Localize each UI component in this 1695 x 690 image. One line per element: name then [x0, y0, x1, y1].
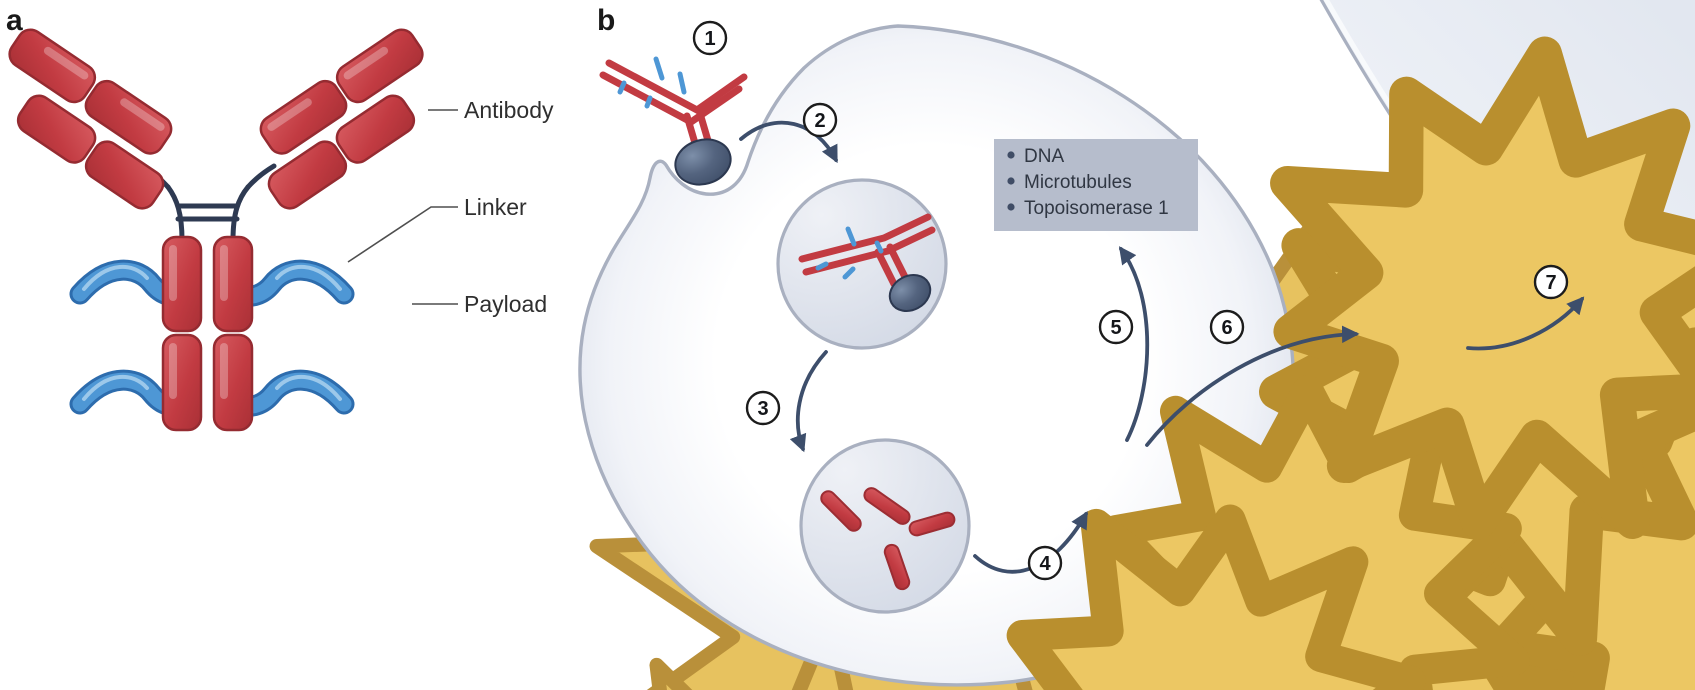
antibody-domain	[84, 140, 165, 210]
linker-segment	[617, 56, 687, 109]
arrow-step-3	[789, 350, 828, 453]
step-number: 7	[1545, 272, 1556, 294]
target-item-dna: DNA	[1024, 146, 1064, 167]
endosome-membrane	[776, 178, 948, 350]
antibody-domain	[84, 79, 173, 155]
antibody-arm-right	[259, 28, 424, 210]
step-marker-2: 2	[802, 102, 838, 138]
surface-adc	[599, 23, 1695, 690]
panel-a-label: a	[6, 4, 23, 37]
endosome-adc	[798, 147, 1695, 690]
step-number: 1	[704, 28, 715, 50]
target-item-topoisomerase: Topoisomerase 1	[1024, 198, 1169, 219]
step-marker-5: 5	[1098, 309, 1134, 345]
linker-label: Linker	[464, 194, 527, 220]
antibody-domain	[267, 140, 348, 210]
antibody-fragments	[820, 487, 956, 591]
linker-segment	[815, 226, 884, 280]
antibody-domain	[335, 94, 416, 164]
leader-line	[347, 206, 458, 263]
antibody-fragment	[883, 543, 911, 591]
step-number: 4	[1039, 553, 1051, 575]
antibody-domain	[16, 94, 97, 164]
antibody-domain	[8, 28, 97, 104]
step-number: 3	[757, 398, 768, 420]
lysosome-membrane	[799, 438, 971, 614]
annotation-linker: Linker	[347, 194, 527, 263]
targets-box-background	[994, 139, 1198, 231]
antibody-domain	[161, 235, 203, 333]
antibody-fragment	[863, 487, 911, 525]
linker-ribbons	[69, 259, 355, 417]
arrow-step-6	[1145, 325, 1360, 447]
step-marker-3: 3	[745, 390, 781, 426]
bullet-dot-icon	[1007, 151, 1015, 159]
lysosome	[799, 288, 1695, 690]
antibody-domain	[212, 235, 254, 333]
arrow-step-7	[1466, 296, 1585, 351]
step-number: 2	[814, 110, 825, 132]
panel-a: a	[6, 4, 1638, 690]
arrow-step-5	[1118, 246, 1150, 442]
panel-b-label: b	[597, 4, 615, 37]
bullet-dot-icon	[1007, 203, 1015, 211]
step-marker-1: 1	[692, 20, 728, 56]
arrow-step-2	[739, 120, 838, 164]
receptor-icon	[888, 274, 932, 312]
antibody-stem	[161, 235, 254, 432]
target-item-microtubules: Microtubules	[1024, 172, 1132, 193]
panel-b: b	[578, 0, 1695, 690]
step-marker-7: 7	[1533, 264, 1569, 300]
step-marker-4: 4	[1027, 545, 1063, 581]
step-markers: 1 2 3 4 5 6 7	[692, 20, 1569, 581]
step-number: 6	[1221, 317, 1232, 339]
antibody-arm-left	[8, 28, 173, 210]
antibody-label: Antibody	[464, 97, 554, 123]
annotation-payload: Payload	[412, 291, 547, 317]
antibody-domain	[335, 28, 424, 104]
bullet-dot-icon	[1007, 177, 1015, 185]
antibody-domain	[161, 333, 203, 432]
annotation-antibody: Antibody	[428, 97, 554, 123]
antibody-fragment	[908, 511, 956, 537]
antibody-domain	[212, 333, 254, 432]
receptor-icon	[674, 138, 732, 186]
step-marker-6: 6	[1209, 309, 1245, 345]
step-number: 5	[1110, 317, 1121, 339]
targets-box: DNA Microtubules Topoisomerase 1	[994, 139, 1198, 231]
endosome	[776, 147, 1695, 690]
antibody-domain	[259, 79, 348, 155]
payload-label: Payload	[464, 291, 547, 317]
